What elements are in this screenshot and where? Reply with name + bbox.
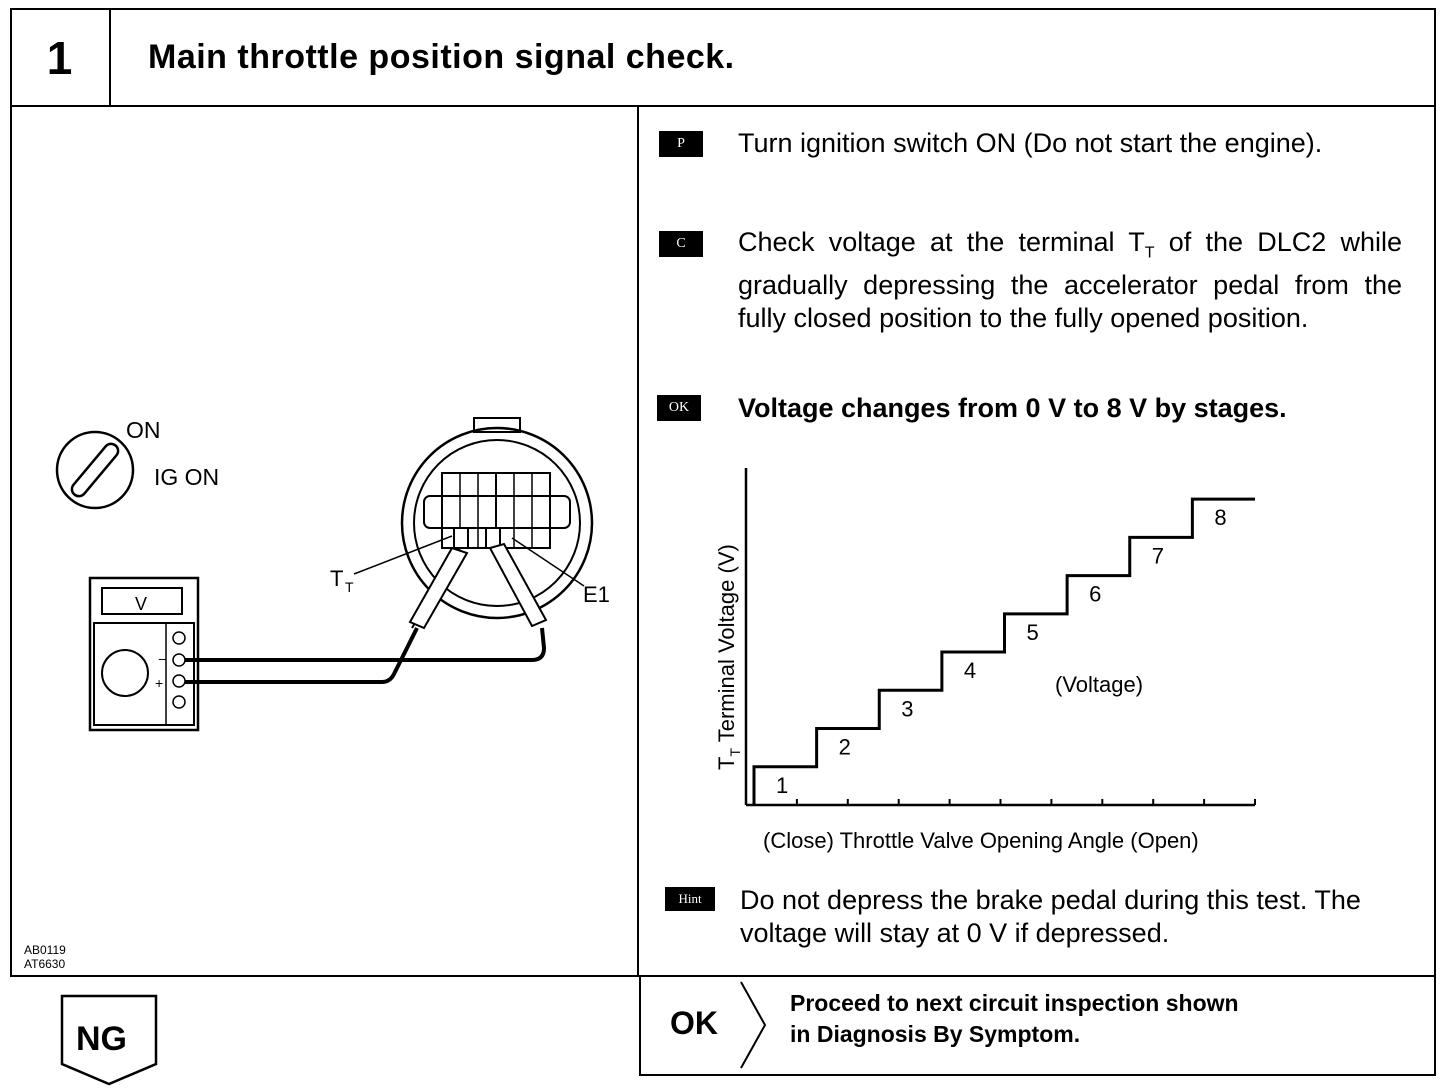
ignition-ig-on-label: IG ON (154, 464, 219, 490)
y-label-subscript: T (727, 748, 743, 757)
probe-e1-icon (488, 542, 548, 628)
chart-annotation: (Voltage) (1055, 672, 1143, 697)
step-number: 1 (10, 8, 111, 107)
figure-code-1: AB0119 (24, 943, 66, 957)
step-label: 4 (964, 658, 976, 683)
step-label: 7 (1152, 543, 1164, 568)
dlc2-connector-icon (400, 417, 594, 620)
step-label: 6 (1089, 582, 1101, 607)
prep-badge: P (659, 131, 703, 157)
step-label: 3 (901, 696, 913, 721)
y-label-rest: Terminal Voltage (V) (714, 544, 739, 748)
ignition-switch-icon (55, 430, 135, 510)
terminal-e1-label: E1 (583, 582, 610, 607)
meter-plus: + (155, 675, 163, 691)
check-text-b: of the DLC2 while gradually depressing t… (738, 227, 1402, 334)
figure-code-2: AT6630 (24, 957, 66, 971)
check-text-subscript: T (1144, 244, 1155, 262)
hint-badge: Hint (665, 887, 715, 911)
ok-badge: OK (657, 395, 701, 421)
ignition-on-label: ON (126, 417, 161, 443)
ok-result-line-2: in Diagnosis By Symptom. (790, 1021, 1081, 1047)
wiring-illustration: ON IG ON V − + (55, 417, 610, 732)
prep-instruction: Turn ignition switch ON (Do not start th… (738, 128, 1323, 158)
ng-arrow-box-icon (60, 994, 158, 1086)
step-label: 8 (1214, 505, 1226, 530)
ng-result-label: NG (76, 1020, 127, 1058)
ok-result-box (639, 975, 1436, 1076)
column-divider (637, 105, 639, 977)
check-instruction: Check voltage at the terminal TT of the … (738, 226, 1402, 335)
ok-criterion: Voltage changes from 0 V to 8 V by stage… (738, 393, 1287, 423)
terminal-tt-label: T (330, 566, 343, 591)
check-badge: C (659, 231, 703, 257)
voltage-step-line (752, 497, 1255, 805)
chart-x-label: (Close) Throttle Valve Opening Angle (Op… (763, 828, 1199, 853)
voltage-step-chart: 1 2 3 4 5 6 7 8 TT Terminal Voltage (V) (Voltag… (714, 468, 1256, 853)
ok-result-label: OK (670, 1005, 718, 1041)
meter-label: V (135, 594, 147, 614)
chart-y-label: TT Terminal Voltage (V) (714, 544, 743, 770)
check-text-a: Check voltage at the terminal T (738, 227, 1145, 257)
terminal-tt-subscript: T (345, 579, 354, 595)
y-label-main: T (714, 757, 739, 770)
ok-result-line-1: Proceed to next circuit inspection shown (790, 990, 1239, 1016)
step-label: 5 (1027, 620, 1039, 645)
hint-text: Do not depress the brake pedal during th… (740, 885, 1361, 948)
step-label: 2 (839, 735, 851, 760)
step-label: 1 (776, 773, 788, 798)
probe-tt-icon (408, 546, 469, 630)
page-title: Main throttle position signal check. (148, 38, 735, 76)
meter-minus: − (158, 651, 166, 667)
ok-result-arrow-icon (740, 981, 767, 1069)
